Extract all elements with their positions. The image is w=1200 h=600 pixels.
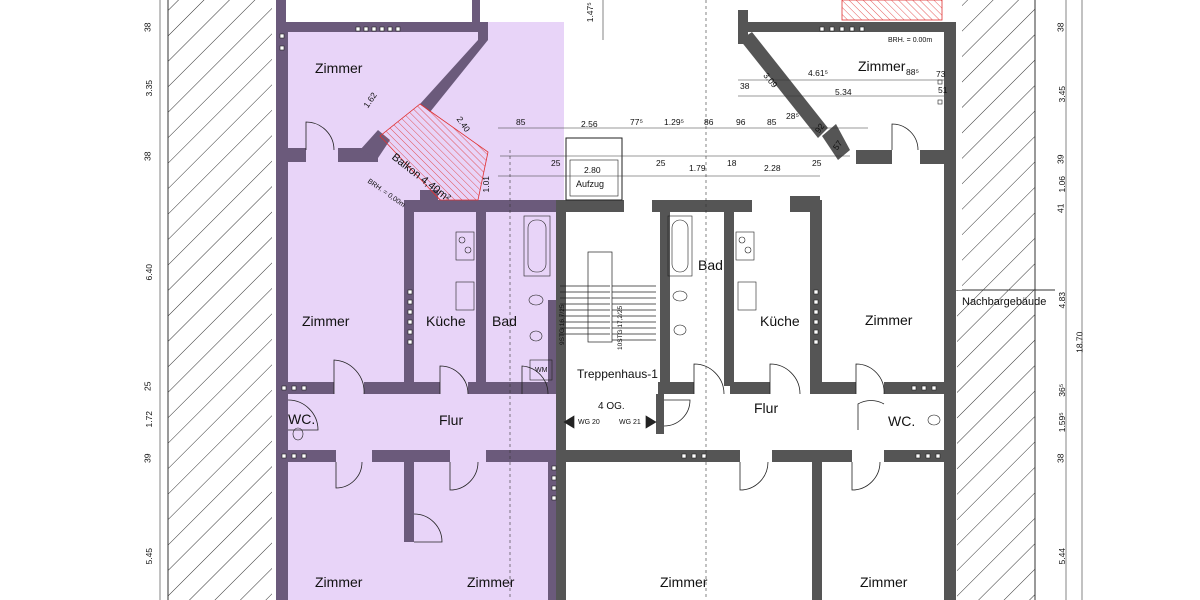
dim-96: 96 — [736, 117, 746, 127]
hatch-right — [957, 0, 1035, 600]
vdim-right-5: 41 — [1055, 203, 1066, 213]
dim-4615: 4.61⁵ — [808, 68, 829, 78]
wm-label: WM — [535, 367, 548, 374]
dim-1295: 1.29⁵ — [664, 117, 685, 127]
dim-228: 2.28 — [764, 163, 781, 173]
vdim-left-3: 38 — [142, 151, 153, 161]
dim-25c: 25 — [812, 158, 822, 168]
geschoss-label: 4 OG. — [598, 401, 625, 412]
room-zimmer-bottom-3: Zimmer — [660, 574, 708, 590]
room-flur-right: Flur — [754, 400, 779, 416]
dim-285: 28⁵ — [786, 111, 799, 121]
room-zimmer-bottom-1: Zimmer — [315, 574, 363, 590]
room-wc-left: WC. — [288, 411, 316, 427]
room-kueche-left: Küche — [426, 313, 466, 329]
dim-775: 77⁵ — [630, 117, 643, 127]
dim-85: 85 — [516, 117, 526, 127]
vdim-right-4: 1.06 — [1057, 175, 1068, 193]
room-zimmer-bottom-2: Zimmer — [467, 574, 515, 590]
dim-885: 88⁵ — [906, 67, 919, 77]
wg-left-label: WG 20 — [578, 419, 600, 426]
vdim-right-1: 38 — [1055, 22, 1066, 32]
hatch-left — [168, 0, 272, 600]
dim-101: 1.01 — [481, 175, 492, 193]
dim-73: 73 — [936, 69, 946, 79]
room-flur-left: Flur — [439, 412, 464, 428]
room-wc-right: WC. — [888, 413, 916, 429]
vdim-left-5: 25 — [142, 381, 153, 391]
vdim-left-1: 38 — [142, 22, 153, 32]
dim-38-right: 38 — [740, 81, 750, 91]
dim-1475: 1.47⁵ — [584, 2, 595, 23]
stair-left-label: 9STG 16,7/25 — [559, 304, 566, 345]
brh-right-label: BRH. = 0.00m — [888, 37, 933, 44]
dim-18: 18 — [727, 158, 737, 168]
dim-256: 2.56 — [581, 119, 598, 129]
room-zimmer-top-right: Zimmer — [858, 58, 906, 74]
room-zimmer-bottom-4: Zimmer — [860, 574, 908, 590]
elevator-shaft — [565, 137, 623, 201]
room-zimmer-mid-right: Zimmer — [865, 312, 913, 328]
aufzug-label: Aufzug — [576, 179, 605, 189]
nachbar-label: Nachbargebäude — [962, 296, 1047, 308]
vdim-left-6: 1.72 — [144, 410, 155, 428]
dim-86: 86 — [704, 117, 714, 127]
vdim-right-3: 39 — [1055, 154, 1066, 164]
room-zimmer-mid-left: Zimmer — [302, 313, 350, 329]
treppenhaus-label: Treppenhaus-1 — [577, 367, 658, 381]
vdim-left-8: 5.45 — [144, 547, 155, 565]
balcony-top — [841, 0, 943, 21]
vdim-left-7: 39 — [142, 453, 153, 463]
balcony-left — [379, 103, 489, 201]
dim-534: 5.34 — [835, 87, 852, 97]
room-kueche-right: Küche — [760, 313, 800, 329]
room-bad-left: Bad — [492, 313, 517, 329]
room-bad-right: Bad — [698, 257, 723, 273]
stair-right-label: 10STG 17,2/25 — [617, 305, 624, 350]
vdim-right-6: 4.83 — [1057, 291, 1068, 309]
vdim-right-9: 1.59⁵ — [1056, 412, 1067, 433]
vdim-right-8: 36⁵ — [1057, 383, 1068, 397]
vdim-left-4: 6.40 — [144, 263, 155, 281]
dim-51: 51 — [938, 85, 948, 95]
vdim-right-10: 38 — [1055, 453, 1066, 463]
dim-25b: 25 — [656, 158, 666, 168]
vdim-right-7: 18.70 — [1074, 331, 1085, 353]
vdim-right-2: 3.45 — [1057, 85, 1068, 103]
vdim-left-2: 3.35 — [144, 79, 155, 97]
dim-179: 1.79 — [689, 163, 706, 173]
dim-25a: 25 — [551, 158, 561, 168]
dim-85b: 85 — [767, 117, 777, 127]
wg-right-label: WG 21 — [619, 419, 641, 426]
dim-280: 2.80 — [584, 165, 601, 175]
vdim-right-11: 5.44 — [1057, 547, 1068, 565]
room-zimmer-top-left: Zimmer — [315, 60, 363, 76]
